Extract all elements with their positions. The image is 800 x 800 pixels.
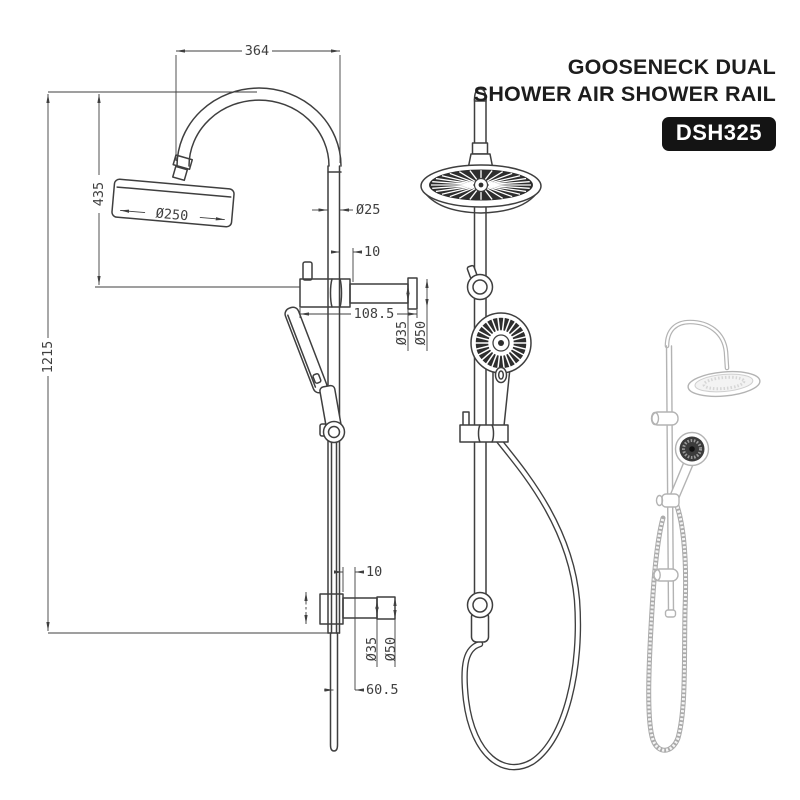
lower-flange-inner-label: Ø35 [364,637,380,661]
dimension-upper-arm-length: 108.5 [299,306,418,322]
dimension-gooseneck-drop: 435 [91,94,300,288]
overhead-shower-head-front [420,153,542,214]
gooseneck-arc-side [176,87,342,173]
model-badge: DSH325 [661,117,776,151]
dimension-top-width: 364 [175,43,341,163]
product-title-line1: GOOSENECK DUAL [567,55,776,79]
dimension-upper-flange-outer: Ø50 [413,279,429,351]
render-rail [664,345,677,618]
render-gooseneck [664,319,730,371]
upper-bracket-offset-label: 10 [364,244,380,260]
rail-diameter-label: Ø25 [356,202,380,218]
head-connector-side [172,154,194,182]
dimension-head-diameter: Ø250 [120,206,225,225]
dimension-lower-arm-length: 60.5 [324,682,399,698]
dimension-upper-flange-inner: Ø35 [394,285,410,351]
dimension-lower-flange-inner: Ø35 [364,600,380,667]
dimension-lower-flange-outer: Ø50 [383,597,399,667]
hand-shower-hose-side [329,442,339,752]
render-upper-bracket [650,411,679,426]
hand-shower-front [470,312,532,428]
hand-shower-holder-side [322,420,346,444]
render-overhead-head [687,370,761,398]
render-hand-shower [668,431,710,501]
dimension-overall-height: 1215 [40,91,334,634]
lower-flange-outer-label: Ø50 [383,637,399,661]
upper-flange-inner-label: Ø35 [394,321,410,345]
lower-arm-length-label: 60.5 [366,682,399,698]
hand-shower-side [284,306,346,444]
mode-button [494,366,508,384]
upper-arm-length-label: 108.5 [354,306,395,322]
front-view-drawing [420,88,582,771]
rail-bottom-outlet-front [466,591,494,643]
side-view-drawing: Ø250 [40,43,429,752]
render-lower-bracket [653,568,679,582]
render-hose [646,500,689,753]
hand-shower-hose-front [461,434,582,771]
title-block: GOOSENECK DUAL SHOWER AIR SHOWER RAIL DS… [474,54,776,151]
gooseneck-drop-label: 435 [91,182,107,206]
overhead-shower-head-side: Ø250 [111,178,235,228]
lower-bracket-offset-label: 10 [366,564,382,580]
upper-wall-bracket-side [299,261,418,310]
render-holder [655,493,680,508]
upper-flange-outer-label: Ø50 [413,321,429,345]
product-render [646,319,761,753]
head-diameter-label: Ø250 [155,206,189,225]
product-title-line2: SHOWER AIR SHOWER RAIL [473,82,776,106]
dimension-upper-bracket-offset: 10 [331,244,380,282]
dimension-rail-diameter: Ø25 [312,202,380,218]
top-width-label: 364 [245,43,269,59]
upper-bracket-front [466,264,494,301]
overall-height-label: 1215 [40,341,56,374]
hand-shower-holder-front [459,411,509,443]
dimension-lower-bracket-offset: 10 [334,564,382,690]
